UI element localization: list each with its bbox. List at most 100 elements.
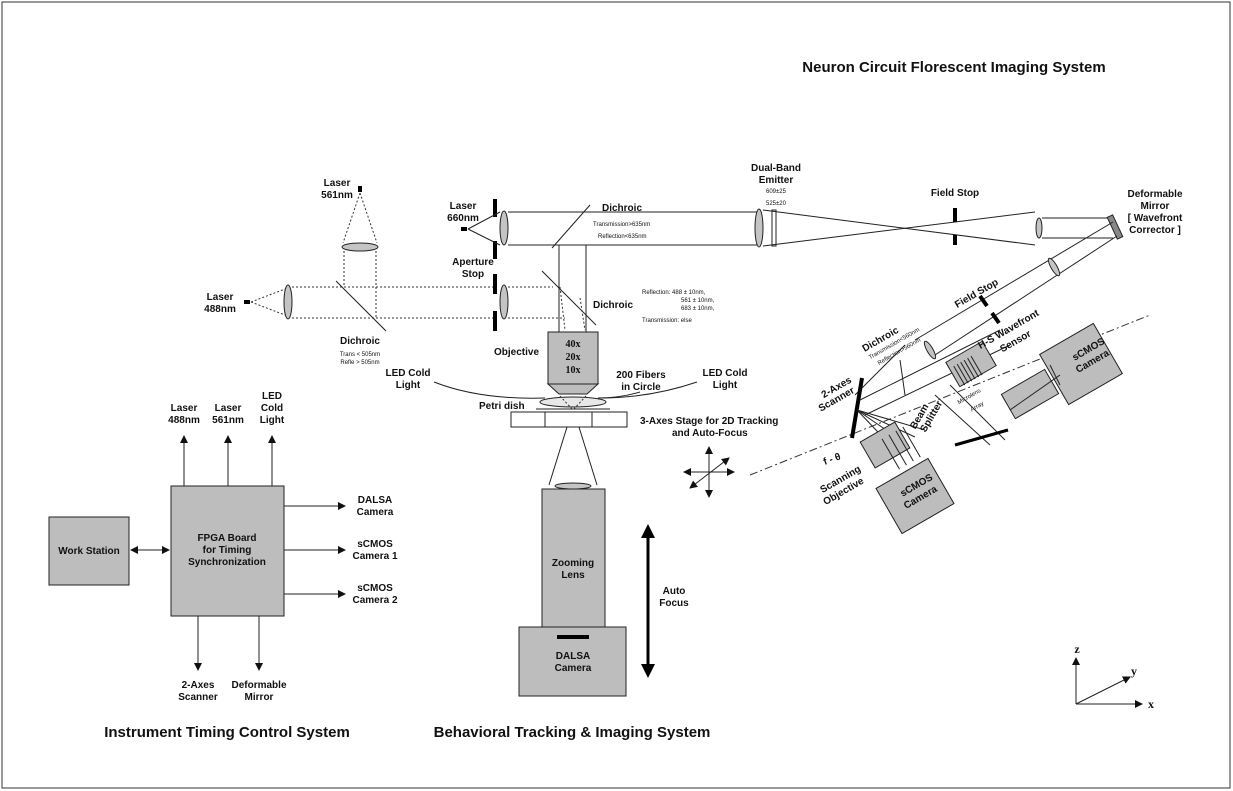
zoom-lens-glass	[554, 482, 592, 490]
scanning-optics: Field Stop Dichroic Transmission<560nm R…	[749, 221, 1151, 535]
stage-label-2: and Auto-Focus	[672, 428, 748, 439]
scmos-upper-lens	[1000, 368, 1060, 420]
laser660-l2: 660nm	[447, 213, 479, 224]
ctrl-laser561-l2: 561nm	[212, 415, 244, 426]
objective-label: Objective	[494, 347, 539, 358]
axis-z-label: z	[1074, 642, 1080, 656]
ctrl-scmos1-l1: sCMOS	[357, 539, 393, 550]
ctrl-scmos2-l1: sCMOS	[357, 583, 393, 594]
autofocus-l2: Focus	[659, 598, 689, 609]
ctrl-mirror-l1: Deformable	[231, 680, 286, 691]
dichroic1-spec2: Refle > 505nm	[340, 360, 379, 366]
ctrl-laser561-l1: Laser	[215, 403, 242, 414]
lens-561	[341, 242, 379, 252]
fpga-label-1: FPGA Board	[197, 533, 256, 544]
ctrl-scanner-l2: Scanner	[178, 692, 218, 703]
ctrl-dalsa-l2: Camera	[357, 507, 394, 518]
ctrl-dalsa-l1: DALSA	[358, 495, 392, 506]
ctrl-mirror-l2: Mirror	[245, 692, 274, 703]
fpga-label-2: for Timing	[203, 545, 252, 556]
dichroic2-spec2: Reflection<635nm	[598, 234, 647, 240]
tracking-cross	[689, 457, 730, 489]
autofocus-l1: Auto	[663, 586, 686, 597]
dichroic1-label: Dichroic	[340, 336, 380, 347]
dichroic-1	[335, 280, 387, 332]
mag-40x: 40x	[566, 339, 581, 350]
ctrl-led-l2: Cold	[261, 403, 283, 414]
lens-aperture	[499, 284, 509, 320]
title-neuron-imaging: Neuron Circuit Florescent Imaging System	[802, 59, 1105, 76]
fibers-l2: in Circle	[621, 382, 661, 393]
title-behavioral-tracking: Behavioral Tracking & Imaging System	[434, 724, 711, 741]
ctrl-scanner-l1: 2-Axes	[182, 680, 215, 691]
ctrl-scmos1-l2: Camera 1	[352, 551, 397, 562]
relay-lens-1	[1047, 257, 1061, 277]
deformable-l4: Corrector ]	[1129, 225, 1181, 236]
ctrl-laser488-l2: 488nm	[168, 415, 200, 426]
axis-y-label: y	[1131, 664, 1137, 678]
dalsa-label-l2: Camera	[555, 663, 592, 674]
dichroic3-spec1: Reflection: 488 ± 10nm,	[642, 290, 706, 296]
scmos-camera-lower	[875, 457, 955, 535]
dichroic-3	[541, 270, 597, 326]
dichroic-4	[854, 344, 906, 396]
laser488-l2: 488nm	[204, 304, 236, 315]
ctrl-led-l3: Light	[260, 415, 285, 426]
laser660-l1: Laser	[450, 201, 477, 212]
dichroic-2	[551, 204, 591, 249]
zoom-lens-box	[541, 488, 606, 629]
emitter-spec2: 525±20	[766, 201, 787, 207]
dichroic3-spec2: 561 ± 10nm,	[681, 298, 715, 304]
emitter-spec1: 609±25	[766, 189, 787, 195]
mag-10x: 10x	[566, 365, 581, 376]
dichroic2-label: Dichroic	[602, 203, 642, 214]
f-theta-label: f - θ	[822, 451, 842, 467]
axis-x-label: x	[1148, 697, 1154, 711]
scanner-mirror	[850, 377, 864, 439]
excitation-optics: Laser 561nm Laser 488nm Dichroic Trans <…	[204, 163, 1183, 366]
emitter-l1: Dual-Band	[751, 163, 801, 174]
workstation-label: Work Station	[58, 546, 119, 557]
stage	[510, 411, 628, 428]
zoom-label-l1: Zooming	[552, 558, 594, 569]
laser488-l1: Laser	[207, 292, 234, 303]
objective-tip	[546, 383, 600, 395]
fieldstop1-label: Field Stop	[931, 188, 979, 199]
petri-dish	[539, 396, 607, 408]
timing-control-system: Work Station FPGA Board for Timing Synch…	[48, 391, 398, 703]
led-right-l1: LED Cold	[703, 368, 748, 379]
fibers-l1: 200 Fibers	[616, 370, 666, 381]
behavioral-tracking-system: 3-Axes Stage for 2D Tracking and Auto-Fo…	[386, 331, 778, 697]
led-left-l2: Light	[396, 380, 421, 391]
dalsa-label-l1: DALSA	[556, 651, 590, 662]
deformable-l3: [ Wavefront	[1128, 213, 1183, 224]
petri-label: Petri dish	[479, 401, 525, 412]
fpga-label-3: Synchronization	[188, 557, 266, 568]
stage-label-1: 3-Axes Stage for 2D Tracking	[640, 416, 778, 427]
mag-20x: 20x	[566, 352, 581, 363]
deformable-l2: Mirror	[1141, 201, 1170, 212]
emitter-lens	[754, 208, 764, 248]
dichroic3-label: Dichroic	[593, 300, 633, 311]
aperture-l2: Stop	[462, 269, 484, 280]
ctrl-led-l1: LED	[262, 391, 282, 402]
dichroic3-spec3: 683 ± 10nm,	[681, 306, 715, 312]
zoom-label-l2: Lens	[561, 570, 585, 581]
coordinate-axes: z y x	[1072, 642, 1154, 711]
lens-488	[283, 284, 293, 320]
lens-collimate	[1035, 217, 1043, 239]
dichroic3-spec4: Transmission: else	[642, 318, 692, 324]
beam-splitter	[899, 359, 906, 396]
emitter-filter	[771, 209, 777, 247]
objective	[547, 331, 599, 385]
mirror-bar	[954, 428, 1009, 447]
led-right-l2: Light	[713, 380, 738, 391]
ctrl-scmos2-l2: Camera 2	[352, 595, 397, 606]
emitter-l2: Emitter	[759, 175, 794, 186]
laser561-l1: Laser	[324, 178, 351, 189]
led-left-l1: LED Cold	[386, 368, 431, 379]
lens-660	[499, 210, 509, 246]
dichroic1-spec1: Trans < 505nm	[340, 352, 380, 358]
